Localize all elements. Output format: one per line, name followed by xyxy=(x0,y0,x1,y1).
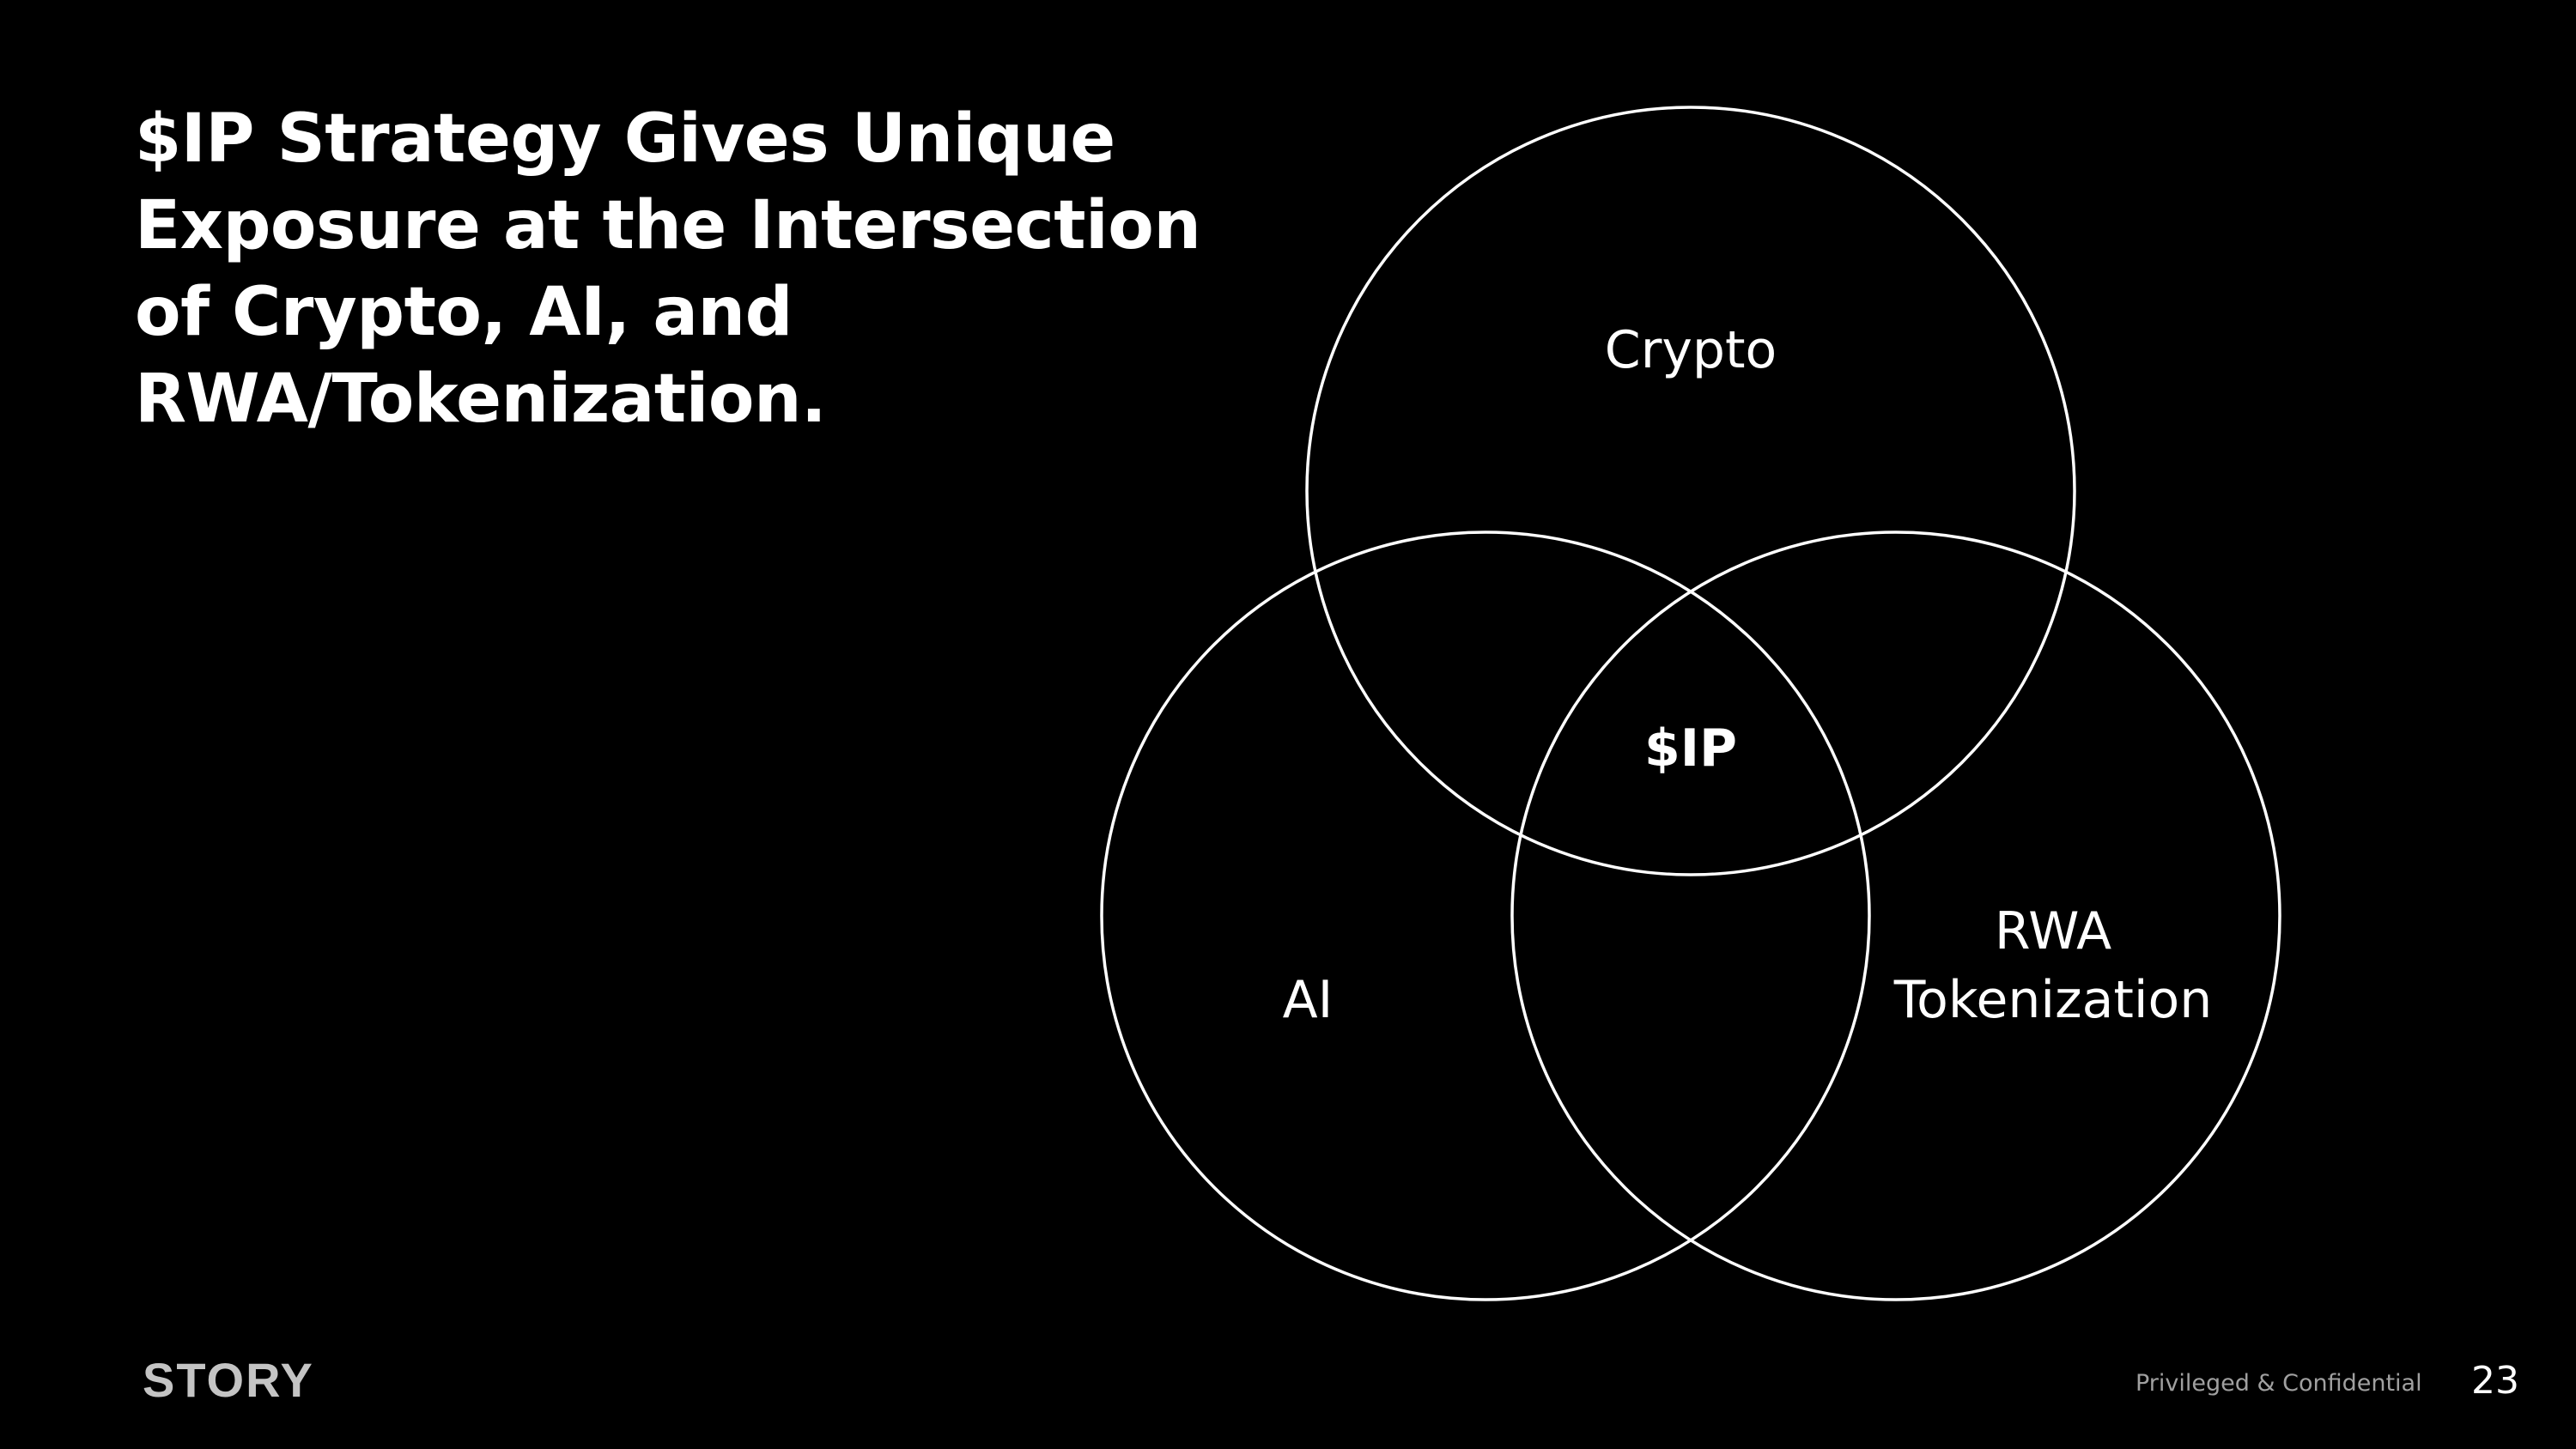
confidentiality-notice: Privileged & Confidential xyxy=(2136,1370,2422,1397)
circle-rwa xyxy=(1510,530,2281,1301)
page-number: 23 xyxy=(2471,1359,2519,1403)
circle-crypto xyxy=(1305,106,2076,876)
label-crypto: Crypto xyxy=(1605,320,1777,380)
slide-title: $IP Strategy Gives Unique Exposure at th… xyxy=(135,100,1201,438)
label-ip-center: $IP xyxy=(1644,718,1737,779)
circle-ai xyxy=(1100,530,1871,1301)
label-tokenization: Tokenization xyxy=(1893,970,2213,1030)
label-ai: AI xyxy=(1283,970,1334,1030)
story-logo: STORY xyxy=(143,1353,314,1407)
label-rwa: RWA xyxy=(1995,901,2111,961)
